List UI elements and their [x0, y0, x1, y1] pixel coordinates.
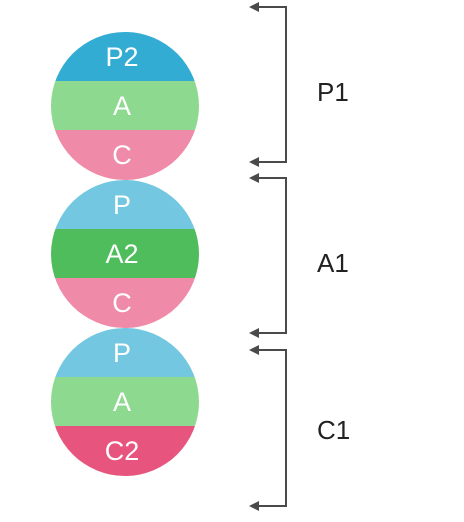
bracket-line	[258, 177, 287, 334]
bracket-label-c1: C1	[317, 415, 350, 445]
arrow-left-icon	[249, 328, 259, 338]
bracket-label-a1: A1	[317, 248, 349, 278]
band-label-c: C	[112, 140, 132, 170]
arrow-left-icon	[249, 173, 259, 183]
band-label-p2: P2	[105, 42, 138, 72]
bracket-1	[249, 2, 287, 167]
bracket-line	[258, 6, 287, 163]
band-a2	[51, 229, 199, 278]
band-label-c: C	[112, 288, 132, 318]
band-label-a: A	[113, 91, 131, 121]
arrow-left-icon	[249, 2, 259, 12]
bracket-2	[249, 173, 287, 338]
band-label-a2: A2	[105, 239, 138, 269]
band-label-p: P	[113, 338, 131, 368]
bracket-line	[258, 349, 287, 507]
bracket-label-p1: P1	[317, 77, 349, 107]
band-a	[51, 81, 199, 130]
band-label-p: P	[113, 190, 131, 220]
band-label-c2: C2	[105, 436, 140, 466]
band-label-a: A	[113, 387, 131, 417]
band-a	[51, 377, 199, 426]
bracket-3	[249, 345, 287, 511]
arrow-left-icon	[249, 157, 259, 167]
arrow-left-icon	[249, 345, 259, 355]
arrow-left-icon	[249, 501, 259, 511]
